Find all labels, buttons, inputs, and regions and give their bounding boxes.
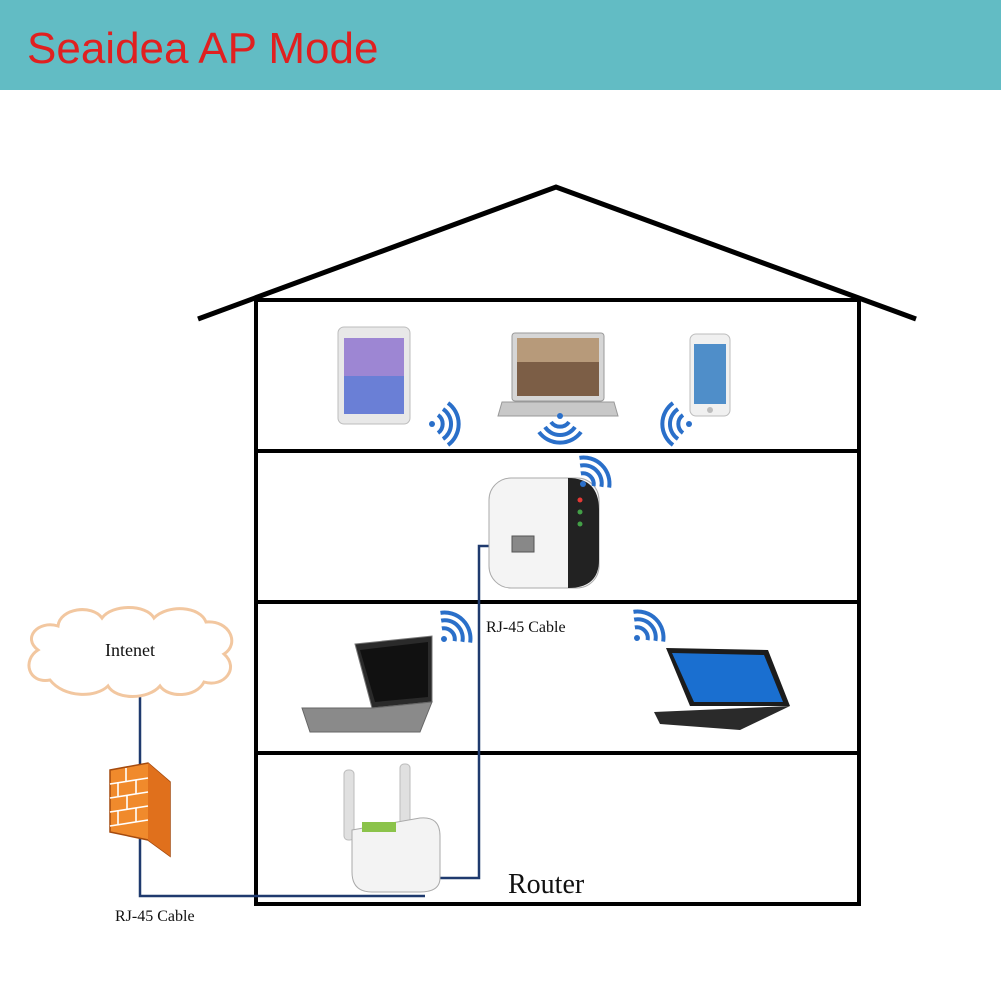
- cloud-icon: Intenet: [27, 606, 234, 698]
- wifi-signal-icon: [427, 401, 461, 447]
- laptop-icon: [301, 635, 433, 733]
- cloud-label: Intenet: [105, 640, 155, 660]
- phone-icon: [689, 333, 731, 417]
- wifi-signal-icon: [620, 604, 671, 655]
- wifi-signal-icon: [427, 605, 478, 656]
- cable-label-bottom: RJ-45 Cable: [115, 908, 195, 925]
- laptop-icon: [497, 332, 619, 417]
- wifi-repeater-icon: [488, 477, 600, 589]
- firewall-icon: [109, 762, 171, 858]
- house: [197, 184, 917, 906]
- router-label: Router: [508, 869, 585, 900]
- cable-label-top: RJ-45 Cable: [486, 619, 566, 636]
- cable-internet-to-router: [138, 690, 425, 898]
- tablet-laptop-icon: [654, 648, 790, 730]
- wifi-signal-icon: [660, 401, 694, 447]
- cable-router-to-ap: [435, 544, 520, 880]
- title-banner: Seaidea AP Mode: [0, 0, 1001, 90]
- page-title: Seaidea AP Mode: [27, 24, 379, 73]
- wifi-signal-icon: [537, 411, 583, 445]
- tablet-icon: [337, 326, 411, 425]
- house-roof: [197, 184, 917, 322]
- router-icon: [343, 763, 441, 893]
